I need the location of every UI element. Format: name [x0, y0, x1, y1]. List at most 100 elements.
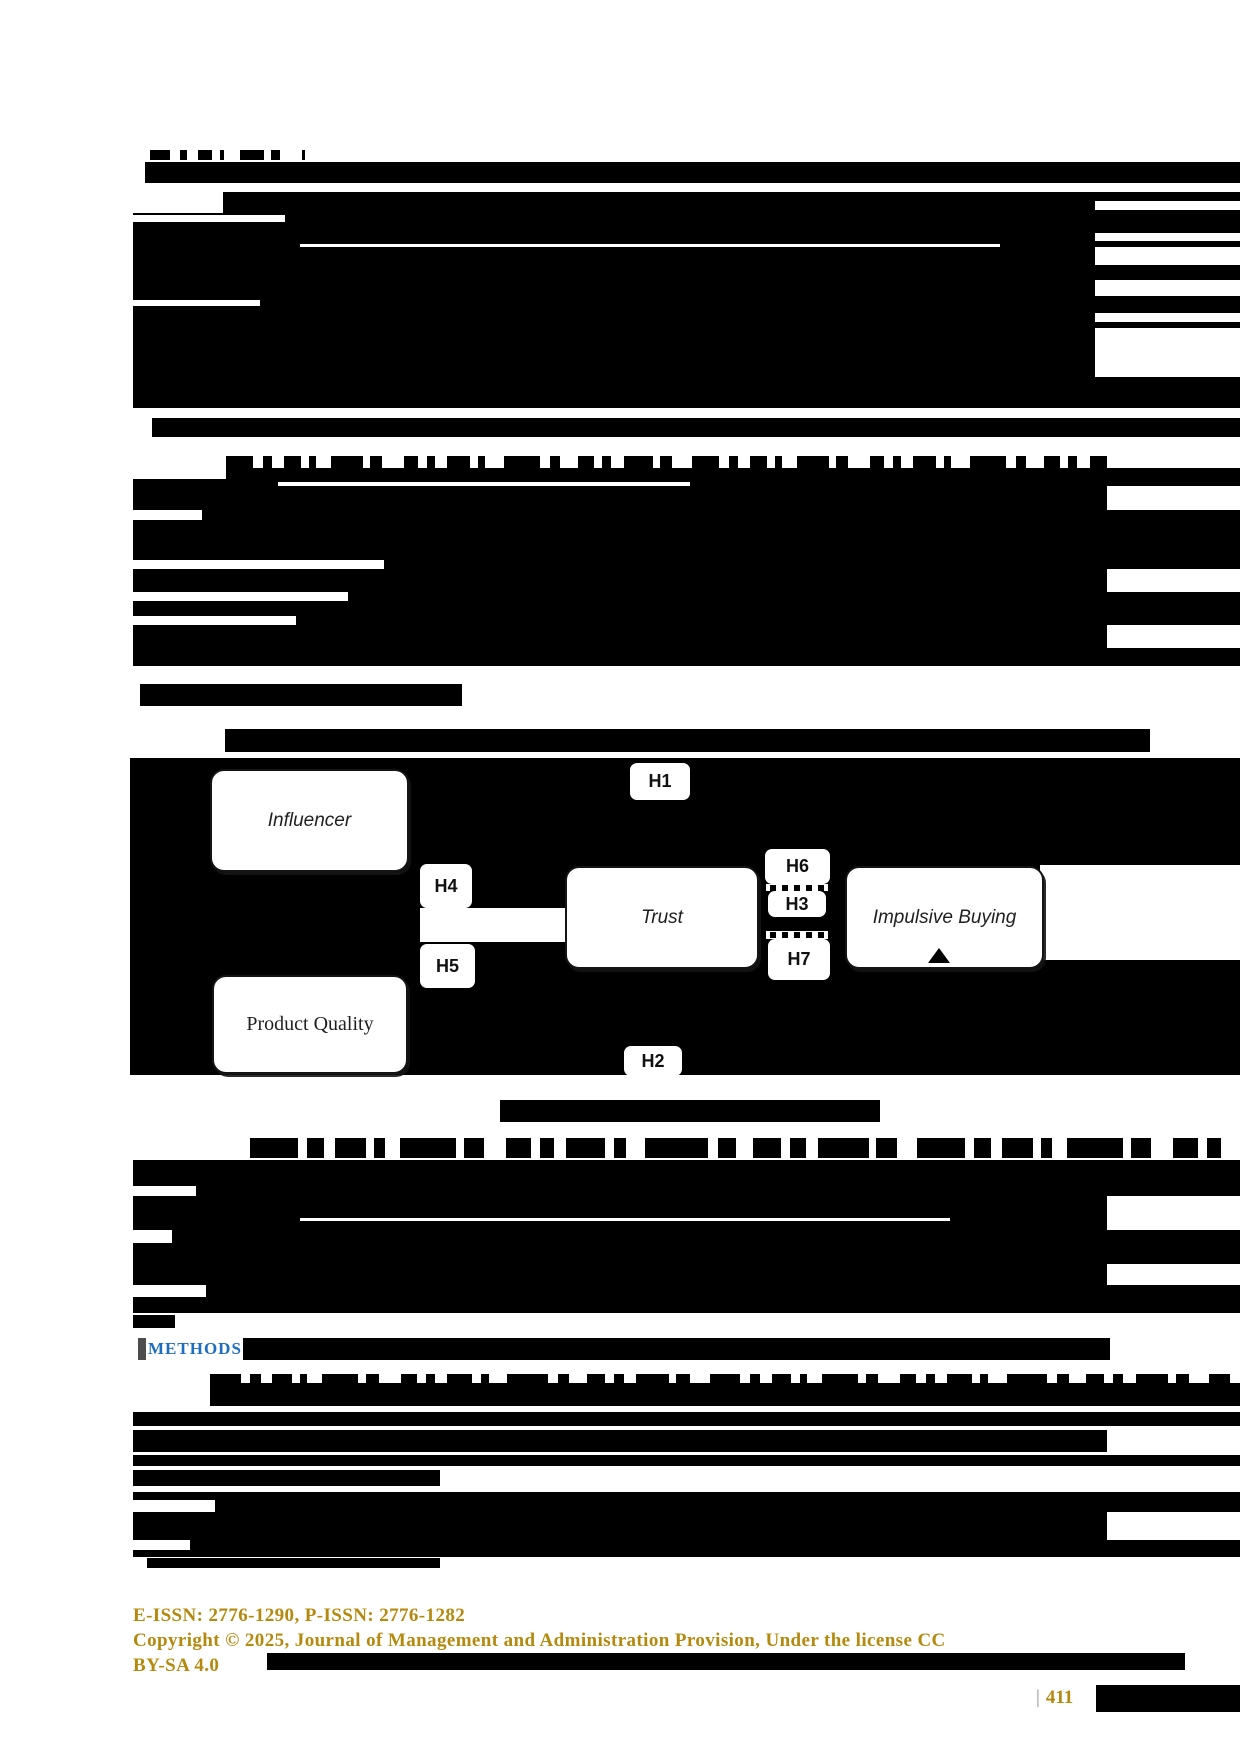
figure-box-product-quality-label: Product Quality [246, 1013, 374, 1035]
redaction-bar [307, 1138, 324, 1158]
redaction-gap [1095, 313, 1240, 322]
redaction-gap [1107, 1196, 1240, 1230]
footer-issn: E-ISSN: 2776-1290, P-ISSN: 2776-1282 [133, 1605, 466, 1626]
redaction-bar [145, 162, 1240, 183]
redaction-bar [133, 192, 1240, 377]
page-number-separator: | [1036, 1687, 1040, 1708]
h3-text: H3 [785, 893, 809, 914]
figure-box-trust-label: Trust [641, 906, 683, 928]
redaction-bar [1086, 1374, 1105, 1383]
redaction-bar [219, 150, 225, 160]
redaction-bar [243, 1338, 1110, 1360]
redaction-gap [133, 616, 296, 625]
footer-copyright: Copyright © 2025, Journal of Management … [133, 1630, 946, 1651]
redaction-bar [749, 456, 768, 468]
hypothesis-label-h2: H2 [624, 1046, 682, 1076]
redaction-gap [133, 560, 384, 569]
redaction-bar [226, 468, 1240, 479]
hypothesis-label-h6: H6 [765, 849, 830, 884]
footer-license: BY-SA 4.0 [133, 1655, 220, 1676]
redaction-bar [1131, 1138, 1151, 1158]
figure-box-influencer: Influencer [210, 769, 409, 872]
redaction-bar [944, 456, 952, 468]
figure-white-notch-right [1040, 865, 1240, 960]
redaction-bar [749, 1374, 761, 1383]
redaction-bar [140, 684, 462, 706]
redaction-bar [503, 456, 540, 468]
redaction-bar [900, 1374, 917, 1383]
redaction-bar [426, 1374, 435, 1383]
redaction-bar [225, 729, 1150, 752]
redaction-gap [278, 482, 690, 486]
redaction-bar [1209, 1374, 1230, 1383]
redaction-bar [464, 1138, 484, 1158]
figure-box-impulsive-buying-label: Impulsive Buying [872, 906, 1017, 928]
h4-text: H4 [434, 875, 458, 896]
dotted-connector-h7 [766, 931, 828, 939]
redaction-bar [272, 1374, 292, 1383]
redaction-bar [283, 456, 302, 468]
methods-heading: METHODS [148, 1339, 242, 1358]
redaction-bar [366, 1374, 379, 1383]
redaction-bar [1067, 1138, 1124, 1158]
redaction-bar [480, 1374, 489, 1383]
redaction-gap [1107, 1512, 1240, 1540]
redaction-bar [427, 456, 436, 468]
redaction-bar [549, 456, 560, 468]
redaction-bar [913, 456, 936, 468]
redaction-bar [1096, 1685, 1240, 1712]
redaction-bar [946, 1374, 972, 1383]
redaction-bar [624, 456, 653, 468]
redaction-bar [400, 1138, 457, 1158]
redaction-bar [974, 1138, 991, 1158]
redaction-gap [300, 244, 1000, 247]
redaction-bar [322, 1374, 359, 1383]
redaction-bar [1015, 456, 1026, 468]
redaction-bar [374, 1138, 386, 1158]
redaction-bar [1043, 456, 1060, 468]
redaction-bar [447, 456, 470, 468]
redaction-gap [133, 1230, 172, 1243]
redaction-bar [301, 150, 305, 160]
redaction-gap [1107, 486, 1240, 510]
redaction-bar [500, 1100, 880, 1122]
redaction-bar [180, 150, 188, 160]
redaction-bar [262, 456, 273, 468]
redaction-bar [133, 479, 1240, 666]
redaction-bar [557, 1374, 570, 1383]
redaction-bar [717, 1138, 736, 1158]
redaction-bar [925, 1374, 935, 1383]
redaction-gap [133, 1540, 190, 1550]
hypothesis-label-h7: H7 [768, 939, 830, 980]
redaction-bar [771, 1374, 792, 1383]
redaction-bar [133, 1455, 1240, 1466]
dotted-connector-h6-h3 [766, 884, 828, 891]
redaction-bar [226, 456, 254, 468]
redaction-bar [309, 456, 316, 468]
redaction-bar [692, 456, 720, 468]
h1-text: H1 [648, 771, 672, 791]
redaction-bar [133, 377, 1240, 408]
redaction-bar [1172, 1138, 1198, 1158]
redaction-bar [1041, 1138, 1053, 1158]
redaction-bar [636, 1374, 669, 1383]
redaction-bar [250, 1374, 261, 1383]
figure-box-influencer-label: Influencer [267, 809, 352, 831]
redaction-bar [133, 1492, 1240, 1557]
redaction-bar [836, 456, 848, 468]
redaction-bar [676, 1374, 690, 1383]
redaction-bar [644, 1138, 708, 1158]
redaction-bar [613, 1374, 624, 1383]
redaction-bar [917, 1138, 965, 1158]
hypothesis-label-h1: H1 [630, 763, 690, 800]
redaction-bar [198, 150, 212, 160]
redaction-bar [728, 456, 739, 468]
redaction-gap [1107, 569, 1240, 592]
arrowhead-icon [928, 948, 950, 963]
redaction-bar [210, 1383, 1240, 1406]
redaction-bar [1090, 456, 1107, 468]
redaction-gap [133, 510, 202, 520]
redaction-bar [150, 150, 171, 160]
redaction-bar [566, 1138, 606, 1158]
redaction-gap [133, 300, 260, 306]
